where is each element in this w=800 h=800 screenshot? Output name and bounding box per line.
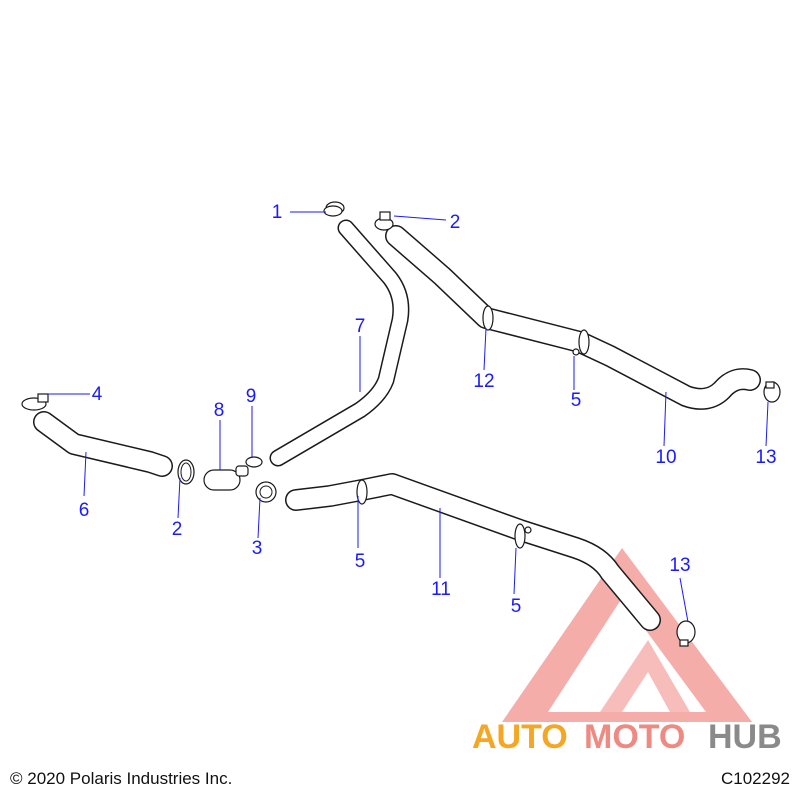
callout-13-upper: 13 xyxy=(755,447,776,468)
callout-11: 11 xyxy=(431,579,451,600)
watermark-logo xyxy=(502,548,752,722)
hose-6 xyxy=(33,411,173,477)
clamp-5-lower xyxy=(514,523,532,549)
callout-3: 3 xyxy=(252,538,263,559)
clamp-3 xyxy=(255,481,277,503)
clamp-5-upper xyxy=(572,329,590,356)
copyright-text: © 2020 Polaris Industries Inc. xyxy=(10,769,232,788)
cap-1 xyxy=(323,201,345,217)
callout-5-upper: 5 xyxy=(571,390,582,411)
clamp-13-upper xyxy=(763,381,781,403)
leader-lines xyxy=(48,211,769,623)
tube-8 xyxy=(203,465,249,491)
watermark-triangle-core xyxy=(622,672,670,712)
callout-6: 6 xyxy=(79,500,90,521)
callout-7: 7 xyxy=(355,316,366,337)
watermark-triangle-center xyxy=(600,640,690,712)
watermark-text-hub: HUB xyxy=(708,718,782,756)
clamp-5-middle xyxy=(356,479,368,505)
callout-1: 1 xyxy=(272,202,283,223)
clamp-4 xyxy=(21,393,49,411)
callout-13-lower: 13 xyxy=(669,555,690,576)
callout-4: 4 xyxy=(92,384,103,405)
clamp-13-lower xyxy=(676,620,696,647)
hose-7 xyxy=(269,219,410,467)
clamp-2-lower xyxy=(177,459,195,485)
clamp-9 xyxy=(245,456,263,468)
callout-10: 10 xyxy=(655,447,676,468)
hose-10 xyxy=(385,225,761,410)
callout-12: 12 xyxy=(473,371,494,392)
hose-11 xyxy=(285,473,661,631)
callout-9: 9 xyxy=(246,386,257,407)
callout-8: 8 xyxy=(214,400,225,421)
watermark-text-moto: MOTO xyxy=(584,718,685,756)
callout-labels: 1 2 4 7 8 9 6 2 3 12 5 10 13 5 11 5 13 xyxy=(79,202,777,617)
clamp-2-upper xyxy=(374,211,394,231)
clamp-12 xyxy=(482,305,494,331)
diagram-code: C102292 xyxy=(721,769,790,788)
watermark-text: AUTO MOTO HUB xyxy=(472,718,782,756)
callout-5-middle: 5 xyxy=(355,551,366,572)
watermark-text-auto: AUTO xyxy=(472,718,568,756)
callout-2-lower: 2 xyxy=(172,519,183,540)
callout-2-upper: 2 xyxy=(450,212,461,233)
callout-5-lower: 5 xyxy=(511,596,522,617)
